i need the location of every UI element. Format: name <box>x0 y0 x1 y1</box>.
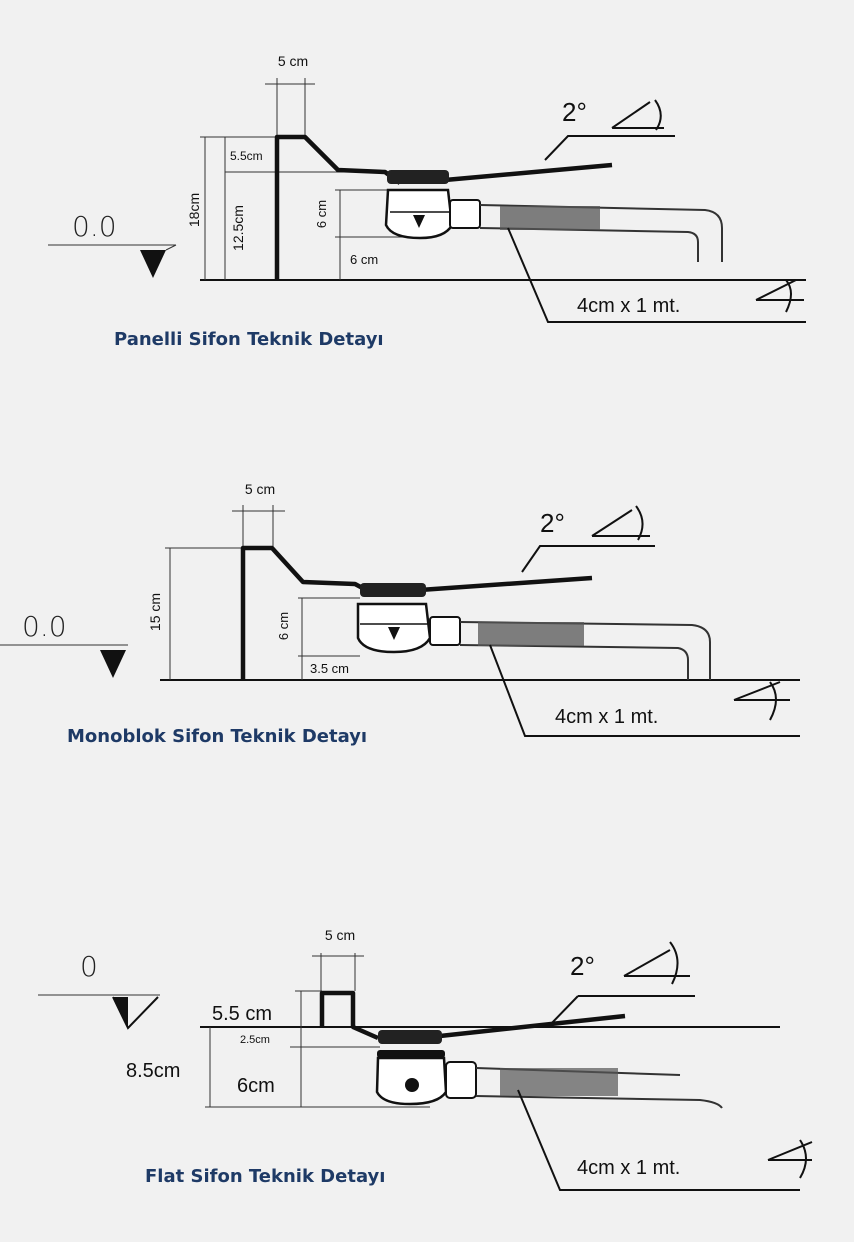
angle-icon <box>767 1139 813 1179</box>
drain-height-label: 6 cm <box>276 612 291 640</box>
slope-label: 2° <box>540 508 565 538</box>
tray-profile <box>274 134 402 280</box>
slope-label: 2° <box>562 97 587 127</box>
flex-hose <box>500 206 600 230</box>
diagram-title: Flat Sifon Teknik Detayı <box>145 1166 385 1187</box>
angle-icon <box>733 681 790 721</box>
angle-icon <box>611 99 664 131</box>
top-height-label: 5.5 cm <box>212 1003 272 1025</box>
base-height-label: 6 cm <box>350 252 378 267</box>
monoblok-diagram: 0.0 5 cm 15 cm 6 cm 3.5 cm 2° 4cm x <box>0 481 800 747</box>
top-height-label: 5.5cm <box>230 149 263 163</box>
level-marker-icon <box>100 650 126 678</box>
panelli-diagram: 0.0 5 cm 18cm 5.5cm 12.5cm 6 cm 6 cm <box>48 53 806 350</box>
gap-height-label: 2.5cm <box>240 1034 270 1046</box>
level-label: 0.0 <box>22 610 67 643</box>
width-label: 5 cm <box>245 481 275 497</box>
level-marker-icon <box>140 250 166 278</box>
width-label: 5 cm <box>325 927 355 943</box>
pipe-spec-label: 4cm x 1 mt. <box>577 295 680 317</box>
base-height-label: 3.5 cm <box>310 661 349 676</box>
pipe-spec-label: 4cm x 1 mt. <box>555 706 658 728</box>
level-label: 0 <box>80 950 98 983</box>
total-height-label: 8.5cm <box>126 1060 180 1082</box>
diagram-title: Monoblok Sifon Teknik Detayı <box>67 726 367 747</box>
lower-height-label: 12.5cm <box>230 205 246 251</box>
total-height-label: 18cm <box>186 193 202 227</box>
drain-height-label: 6 cm <box>314 200 329 228</box>
level-label: 0.0 <box>72 210 117 243</box>
flex-hose <box>478 622 584 646</box>
angle-icon <box>623 941 690 985</box>
drain-height-label: 6cm <box>237 1075 275 1097</box>
angle-icon <box>591 505 650 541</box>
diagram-title: Panelli Sifon Teknik Detayı <box>114 329 384 350</box>
tray-profile <box>319 990 379 1041</box>
drain-icon <box>356 583 461 654</box>
flat-diagram: 0 5 cm 5.5 cm 2.5cm 8.5cm 6cm 2° <box>38 927 813 1191</box>
tray-profile <box>240 545 372 680</box>
flex-hose <box>500 1068 618 1096</box>
drain-icon <box>384 170 481 240</box>
width-label: 5 cm <box>278 53 308 69</box>
pipe-spec-label: 4cm x 1 mt. <box>577 1157 680 1179</box>
total-height-label: 15 cm <box>147 593 163 631</box>
angle-icon <box>755 279 804 313</box>
drain-icon <box>375 1030 477 1106</box>
slope-label: 2° <box>570 951 595 981</box>
